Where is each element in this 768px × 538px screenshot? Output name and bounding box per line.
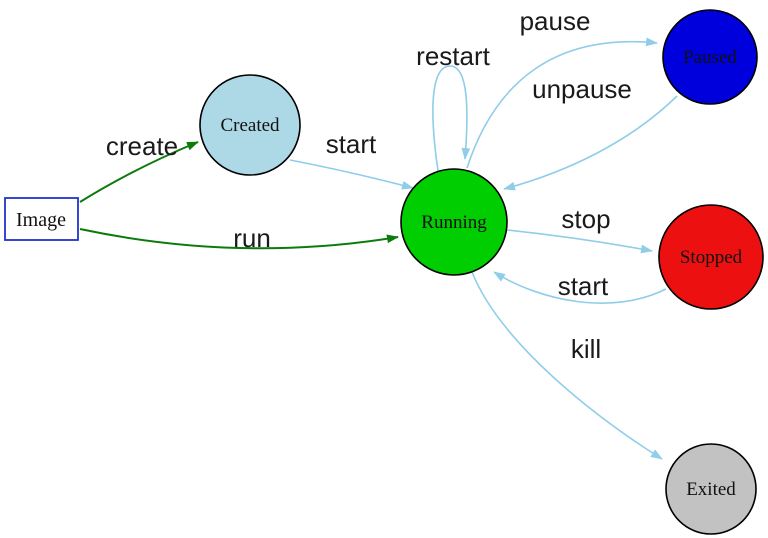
node-label-created: Created — [220, 115, 280, 136]
edge-label-start-stopped: start — [558, 271, 609, 301]
edge-label-restart: restart — [416, 41, 490, 71]
edge-label-unpause: unpause — [532, 74, 632, 104]
edge-restart-self-loop — [432, 65, 471, 172]
node-created — [199, 74, 301, 176]
edge-label-start-created: start — [326, 129, 377, 159]
node-image — [4, 197, 79, 241]
node-paused — [662, 9, 758, 105]
edge-label-create: create — [106, 131, 178, 161]
node-label-paused: Paused — [683, 47, 737, 68]
edge-start-created-running — [289, 159, 414, 190]
edge-create — [79, 141, 199, 203]
edge-label-run: run — [233, 223, 271, 253]
node-label-running: Running — [421, 212, 487, 233]
edge-label-stop: stop — [561, 204, 610, 234]
node-exited — [665, 443, 757, 535]
edge-label-kill: kill — [571, 334, 601, 364]
node-label-exited: Exited — [686, 479, 736, 500]
node-running — [400, 168, 508, 276]
node-label-stopped: Stopped — [680, 247, 743, 268]
edge-label-pause: pause — [520, 6, 591, 36]
edge-unpause — [503, 95, 678, 191]
edge-stop — [506, 229, 653, 254]
node-stopped — [658, 204, 764, 310]
edge-run — [79, 228, 399, 250]
node-label-image: Image — [16, 209, 66, 231]
edge-pause — [466, 37, 658, 169]
edge-start-stopped-running — [493, 271, 667, 304]
edge-kill — [471, 271, 663, 460]
